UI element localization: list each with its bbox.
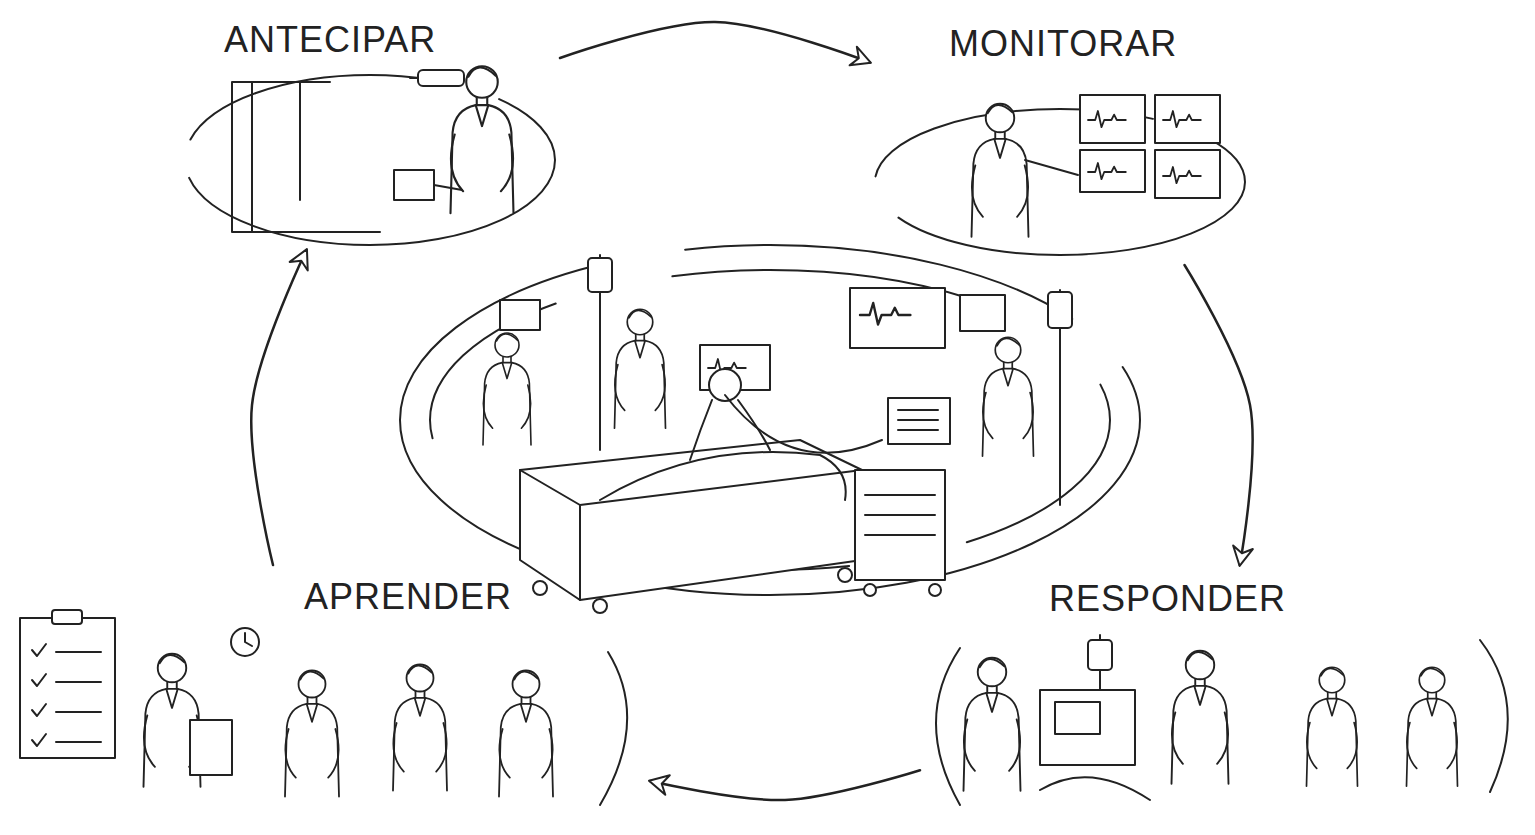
- stage-label: APRENDER: [300, 575, 516, 619]
- sketch-use: [860, 303, 910, 325]
- sketch-rect: [588, 258, 612, 292]
- sketch-use: [1172, 651, 1229, 784]
- sketch-line: [410, 77, 418, 79]
- sketch-path: [1480, 640, 1508, 792]
- stage-label: ANTECIPAR: [220, 18, 440, 62]
- sketch-circle: [593, 599, 607, 613]
- sketch-circle: [533, 581, 547, 595]
- sketch-path: [936, 648, 960, 805]
- sketch-circle: [864, 584, 876, 596]
- sketch-rect: [1080, 95, 1145, 143]
- stage-label: RESPONDER: [1045, 577, 1290, 621]
- cycle-arrow: [560, 22, 870, 63]
- sketch-rect: [960, 295, 1005, 331]
- sketch-path: [245, 633, 252, 646]
- sketch-path: [32, 644, 101, 746]
- sketch-path: [725, 395, 882, 453]
- sketch-use: [499, 671, 553, 797]
- stage-label: MONITORAR: [945, 22, 1181, 66]
- aprender-vignette: [20, 610, 627, 805]
- sketch-rect: [1155, 150, 1220, 198]
- sketch-use: [615, 309, 666, 428]
- sketch-rect: [1048, 292, 1072, 328]
- sketch-use: [972, 104, 1029, 237]
- sketch-path: [865, 495, 935, 535]
- sketch-use: [285, 671, 339, 797]
- sketch-use: [393, 665, 447, 791]
- sketch-path: [600, 452, 846, 500]
- sketch-circle: [838, 568, 852, 582]
- icu-scene: [400, 245, 1140, 613]
- sketch-rect: [418, 70, 464, 86]
- cycle-arrow: [650, 770, 920, 800]
- sketch-rect: [1088, 640, 1112, 670]
- sketch-rect: [500, 300, 540, 330]
- sketch-use: [1407, 667, 1458, 786]
- sketch-path: [520, 470, 862, 600]
- stage-node: APRENDER: [0, 565, 650, 835]
- sketch-use: [451, 66, 514, 213]
- antecipar-vignette: [185, 66, 555, 245]
- sketch-use: [1088, 163, 1126, 179]
- sketch-rect: [1055, 702, 1100, 734]
- sketch-rect: [888, 398, 950, 444]
- sketch-path: [600, 652, 627, 805]
- sketch-path: [1040, 777, 1150, 800]
- sketch-rect: [20, 618, 115, 758]
- responder-vignette: [936, 635, 1508, 805]
- sketch-rect: [1155, 95, 1220, 143]
- sketch-use: [1163, 167, 1201, 183]
- sketch-rect: [190, 720, 232, 775]
- stage-node: MONITORAR: [870, 15, 1240, 265]
- sketch-rect: [850, 288, 945, 348]
- monitorar-vignette: [875, 95, 1245, 255]
- stage-node: ANTECIPAR: [170, 10, 560, 250]
- sketch-path: [232, 82, 380, 232]
- sketch-polygon: [520, 440, 862, 600]
- sketch-use: [1088, 111, 1126, 127]
- sketch-rect: [1080, 150, 1145, 192]
- sketch-rect: [52, 610, 82, 624]
- sketch-circle: [231, 628, 259, 656]
- sketch-use: [964, 658, 1021, 791]
- sketch-use: [983, 337, 1034, 456]
- sketch-use: [483, 333, 531, 445]
- sketch-circle: [929, 584, 941, 596]
- sketch-path: [898, 410, 938, 430]
- cycle-arrow: [251, 250, 306, 565]
- sketch-use: [1163, 111, 1201, 127]
- stage-node: RESPONDER: [920, 565, 1535, 835]
- sketch-rect: [855, 470, 945, 580]
- cycle-arrow: [1185, 265, 1253, 565]
- sketch-path: [434, 185, 462, 190]
- sketch-rect: [394, 170, 434, 200]
- sketch-path: [1025, 160, 1078, 175]
- sketch-rect: [1040, 690, 1135, 765]
- sketch-use: [1307, 667, 1358, 786]
